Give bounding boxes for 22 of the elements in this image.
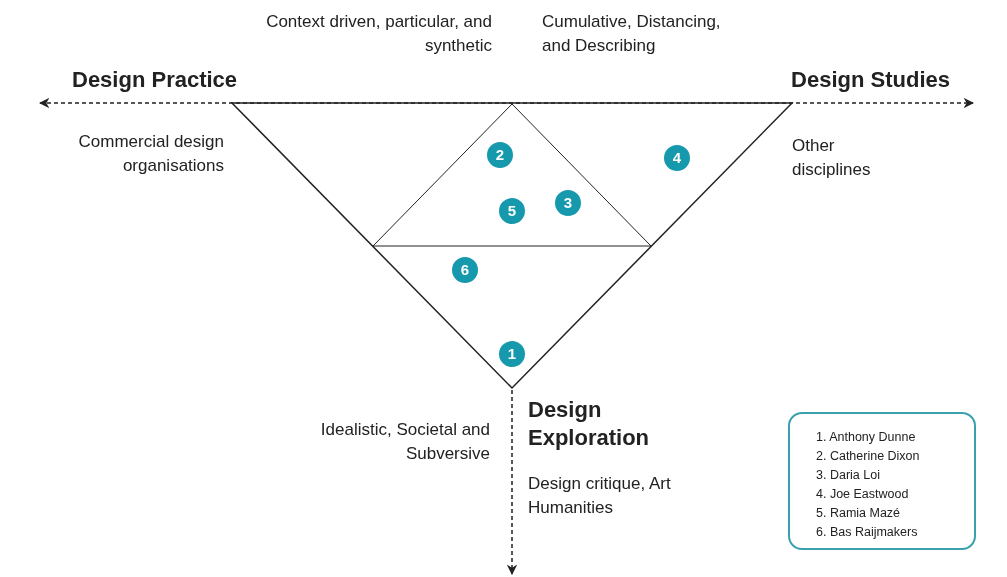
key-entry: 6. Bas Raijmakers (816, 524, 919, 541)
number-marker: 5 (497, 196, 527, 226)
axis-description: Cumulative, Distancing, and Describing (542, 11, 722, 57)
axis-title: Design Studies (790, 66, 950, 94)
axis-note: Commercial design organisations (77, 131, 224, 177)
axis-note: Design critique, Art Humanities (528, 473, 672, 519)
axis-title: Design Practice (72, 66, 239, 94)
axis-note: Other disciplines (792, 135, 872, 181)
key-entry: 4. Joe Eastwood (816, 486, 910, 503)
axis-title: Design Exploration (528, 396, 650, 452)
number-marker: 6 (450, 255, 480, 285)
number-marker: 4 (662, 143, 692, 173)
key-entry: 5. Ramia Mazé (816, 505, 902, 522)
key-entry: 1. Anthony Dunne (816, 429, 917, 446)
axis-description: Context driven, particular, and synthetic (265, 11, 492, 57)
key-panel (788, 412, 976, 550)
key-entry: 3. Daria Loi (816, 467, 881, 484)
key-entry: 2. Catherine Dixon (816, 448, 921, 465)
axis-description: Idealistic, Societal and Subversive (319, 419, 490, 465)
number-marker: 3 (553, 188, 583, 218)
number-marker: 2 (485, 140, 515, 170)
number-marker: 1 (497, 339, 527, 369)
